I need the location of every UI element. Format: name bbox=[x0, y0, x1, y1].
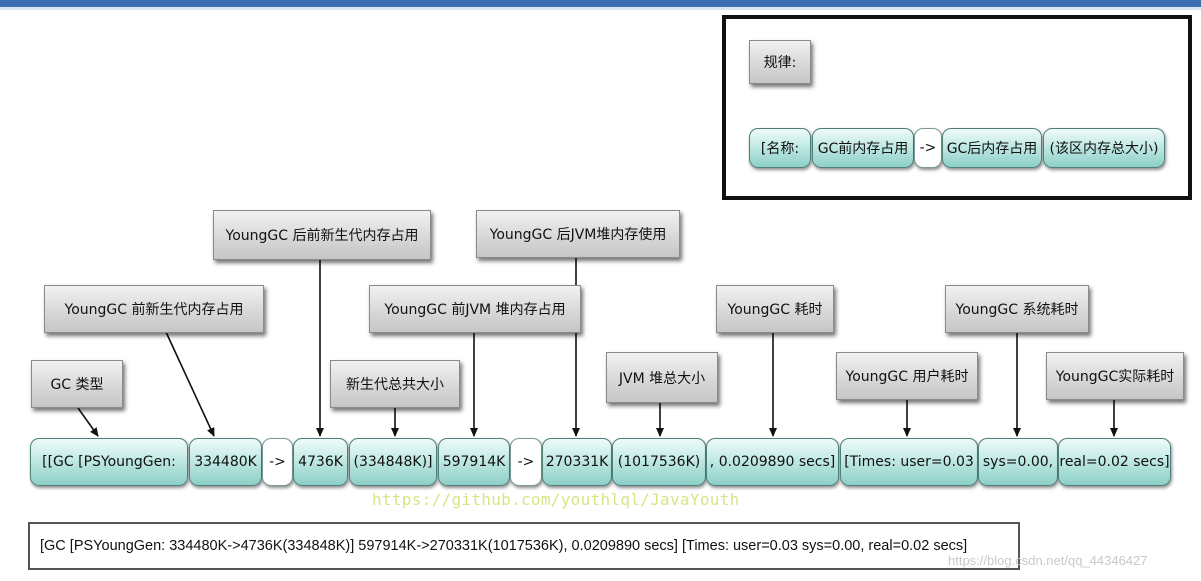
legend-title: 规律: bbox=[749, 40, 811, 84]
segment-young-after: 4736K bbox=[293, 438, 348, 486]
arrow-young-before bbox=[165, 331, 215, 437]
segment-heap-before: 597914K bbox=[438, 438, 510, 486]
segment-gc-time: , 0.0209890 secs] bbox=[706, 438, 839, 486]
segment-young-before: 334480K bbox=[189, 438, 262, 486]
label-heap-after: YoungGC 后JVM堆内存使用 bbox=[476, 210, 680, 258]
legend-segment-arrow: -> bbox=[914, 128, 942, 168]
segment-real-time: real=0.02 secs] bbox=[1058, 438, 1171, 486]
arrow-gc-type bbox=[77, 407, 99, 437]
label-real-time: YoungGC实际耗时 bbox=[1046, 352, 1184, 400]
legend-segment-name: [名称: bbox=[749, 128, 811, 168]
label-heap-before: YoungGC 前JVM 堆内存占用 bbox=[369, 285, 581, 333]
gc-log-text: [GC [PSYoungGen: 334480K->4736K(334848K)… bbox=[40, 538, 968, 554]
label-user-time: YoungGC 用户耗时 bbox=[836, 352, 978, 400]
label-young-after: YoungGC 后前新生代内存占用 bbox=[213, 210, 431, 260]
segment-arrow-1: -> bbox=[262, 438, 293, 486]
legend-segment-before: GC前内存占用 bbox=[812, 128, 914, 168]
segment-heap-total: (1017536K) bbox=[612, 438, 706, 486]
label-gc-time: YoungGC 耗时 bbox=[716, 285, 834, 333]
github-watermark: https://github.com/youthlql/JavaYouth bbox=[372, 490, 740, 509]
legend-segment-after: GC后内存占用 bbox=[942, 128, 1042, 168]
label-young-before: YoungGC 前新生代内存占用 bbox=[44, 285, 264, 333]
gc-log-line: [GC [PSYoungGen: 334480K->4736K(334848K)… bbox=[28, 522, 1020, 570]
source-watermark: https://blog.csdn.net/qq_44346427 bbox=[948, 553, 1148, 568]
segment-sys-time: sys=0.00, bbox=[978, 438, 1058, 486]
legend-segment-total: (该区内存总大小) bbox=[1043, 128, 1165, 168]
segment-gc-type: [[GC [PSYoungGen: bbox=[30, 438, 188, 486]
label-young-total: 新生代总共大小 bbox=[330, 360, 460, 408]
window-top-border bbox=[0, 0, 1201, 7]
segment-young-total: (334848K)] bbox=[349, 438, 437, 486]
window-top-border-highlight bbox=[0, 7, 1201, 10]
label-heap-total: JVM 堆总大小 bbox=[606, 352, 718, 403]
label-gc-type: GC 类型 bbox=[31, 360, 123, 408]
segment-arrow-2: -> bbox=[510, 438, 542, 486]
label-sys-time: YoungGC 系统耗时 bbox=[945, 285, 1089, 333]
segment-heap-after: 270331K bbox=[542, 438, 612, 486]
segment-user-time: [Times: user=0.03 bbox=[840, 438, 978, 486]
